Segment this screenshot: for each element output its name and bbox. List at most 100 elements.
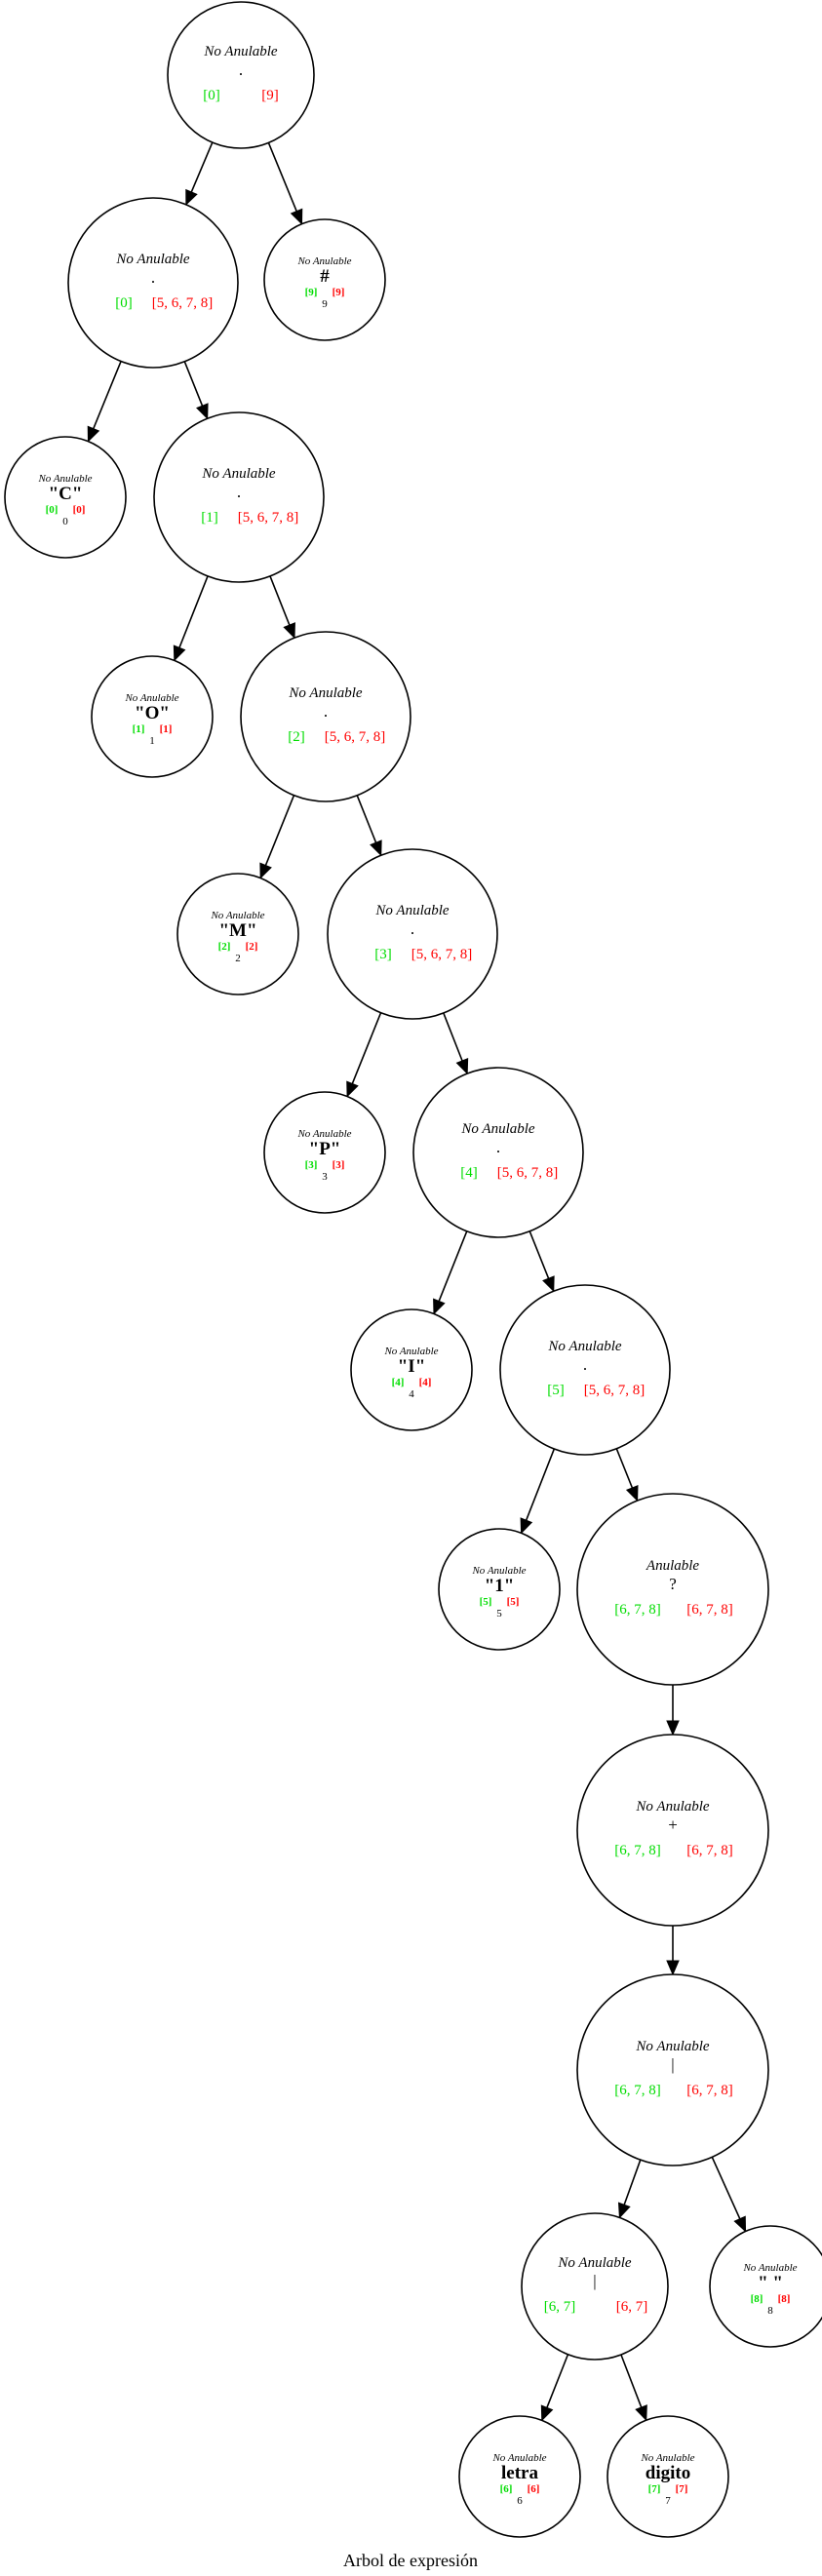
- node-last-pos: [8]: [778, 2293, 791, 2305]
- node-circle: [607, 2415, 729, 2538]
- node-first-pos: [0]: [46, 504, 59, 516]
- tree-edge: [267, 142, 297, 212]
- node-first-pos: [4]: [392, 1377, 405, 1388]
- node-circle: [576, 1493, 769, 1686]
- arrowhead: [259, 862, 272, 879]
- node-last-pos: [0]: [73, 504, 86, 516]
- tree-node: No Anulable#[9][9]9: [263, 218, 386, 341]
- node-last-pos: [7]: [676, 2483, 688, 2495]
- node-symbol: |: [671, 2055, 674, 2074]
- node-symbol: .: [239, 60, 243, 79]
- node-circle: [167, 1, 315, 149]
- tree-edge: [269, 575, 291, 626]
- node-circle: [458, 2415, 581, 2538]
- node-first-pos: [9]: [305, 287, 318, 298]
- node-status: No Anulable: [557, 2255, 631, 2271]
- arrowhead: [283, 622, 295, 640]
- node-first-pos: [1]: [201, 510, 218, 526]
- node-first-pos: [1]: [133, 723, 145, 735]
- node-symbol: .: [583, 1355, 587, 1374]
- node-symbol: .: [411, 919, 414, 938]
- tree-node: No Anulable"O"[1][1]1: [91, 655, 214, 778]
- tree-node: No Anulable"1"[5][5]5: [438, 1528, 561, 1651]
- node-circle: [709, 2225, 822, 2348]
- node-status: No Anulable: [37, 473, 92, 485]
- node-status: No Anulable: [296, 255, 351, 267]
- node-first-pos: [6, 7, 8]: [614, 1843, 661, 1858]
- tree-node: No Anulable.[1][5, 6, 7, 8]: [153, 411, 325, 583]
- node-symbol: ?: [669, 1575, 677, 1593]
- tree-node: Anulable?[6, 7, 8][6, 7, 8]: [576, 1493, 769, 1686]
- node-last-pos: [9]: [333, 287, 345, 298]
- node-circle: [67, 197, 239, 369]
- tree-edge: [264, 795, 295, 866]
- node-circle: [176, 873, 299, 995]
- node-circle: [263, 218, 386, 341]
- tree-edge: [351, 1012, 382, 1084]
- tree-node: No Anulable" "[8][8]8: [709, 2225, 822, 2348]
- tree-edge: [615, 1448, 634, 1489]
- arrowhead: [196, 403, 209, 420]
- tree-node: No Anulable.[4][5, 6, 7, 8]: [412, 1067, 584, 1238]
- node-circle: [91, 655, 214, 778]
- arrowhead: [733, 2215, 747, 2233]
- tree-edge: [620, 2354, 643, 2408]
- node-symbol: "1": [485, 1576, 515, 1596]
- tree-edge: [438, 1230, 468, 1302]
- node-circle: [521, 2212, 669, 2361]
- tree-node: No Anulable|[6, 7, 8][6, 7, 8]: [576, 1973, 769, 2166]
- tree-node: No Anulable+[6, 7, 8][6, 7, 8]: [576, 1734, 769, 1927]
- tree-node: No Anulable.[3][5, 6, 7, 8]: [327, 848, 498, 1020]
- node-first-pos: [5]: [480, 1596, 492, 1608]
- arrowhead: [635, 2404, 647, 2422]
- node-symbol: " ": [758, 2273, 783, 2293]
- arrowhead: [346, 1080, 359, 1098]
- tree-edge: [525, 1448, 556, 1521]
- arrowhead: [542, 1275, 555, 1293]
- node-last-pos: [6, 7, 8]: [686, 2083, 733, 2098]
- node-symbol: .: [496, 1138, 500, 1156]
- tree-node: No Anulable"C"[0][0]0: [4, 436, 127, 559]
- node-status: No Anulable: [374, 903, 449, 918]
- node-last-pos: [6, 7, 8]: [686, 1843, 733, 1858]
- tree-nodes: No Anulable.[0][9]No Anulable.[0][5, 6, …: [4, 1, 822, 2538]
- node-last-pos: [6]: [528, 2483, 540, 2495]
- arrowhead: [666, 1960, 680, 1976]
- arrowhead: [666, 1720, 680, 1737]
- arrowhead: [87, 425, 100, 443]
- node-status: No Anulable: [547, 1339, 621, 1354]
- node-symbol: #: [320, 266, 330, 287]
- node-last-pos: [2]: [246, 941, 258, 953]
- node-status: No Anulable: [296, 1128, 351, 1140]
- node-first-pos: [5]: [547, 1383, 565, 1398]
- node-position: 0: [62, 516, 68, 527]
- node-status: No Anulable: [471, 1565, 526, 1577]
- arrowhead: [617, 2202, 631, 2219]
- node-status: No Anulable: [288, 685, 362, 701]
- node-last-pos: [5, 6, 7, 8]: [238, 510, 299, 526]
- tree-node: No Anulable.[0][9]: [167, 1, 315, 149]
- node-first-pos: [0]: [115, 295, 133, 311]
- arrowhead: [185, 188, 198, 207]
- node-symbol: "C": [49, 484, 83, 504]
- node-position: 7: [665, 2495, 671, 2507]
- node-circle: [576, 1734, 769, 1927]
- node-position: 2: [235, 953, 241, 964]
- node-position: 5: [496, 1608, 502, 1620]
- node-position: 4: [409, 1388, 414, 1400]
- node-last-pos: [6, 7]: [616, 2299, 648, 2315]
- node-status: No Anulable: [210, 910, 264, 921]
- arrowhead: [173, 644, 186, 662]
- node-status: No Anulable: [640, 2452, 694, 2464]
- node-symbol: .: [324, 702, 328, 721]
- node-status: No Anulable: [491, 2452, 546, 2464]
- node-last-pos: [5, 6, 7, 8]: [152, 295, 214, 311]
- tree-edges: [87, 141, 747, 2422]
- tree-edge: [546, 2354, 569, 2408]
- node-status: No Anulable: [635, 2039, 709, 2054]
- node-status: No Anulable: [742, 2262, 797, 2274]
- node-circle: [412, 1067, 584, 1238]
- node-status: No Anulable: [635, 1799, 709, 1815]
